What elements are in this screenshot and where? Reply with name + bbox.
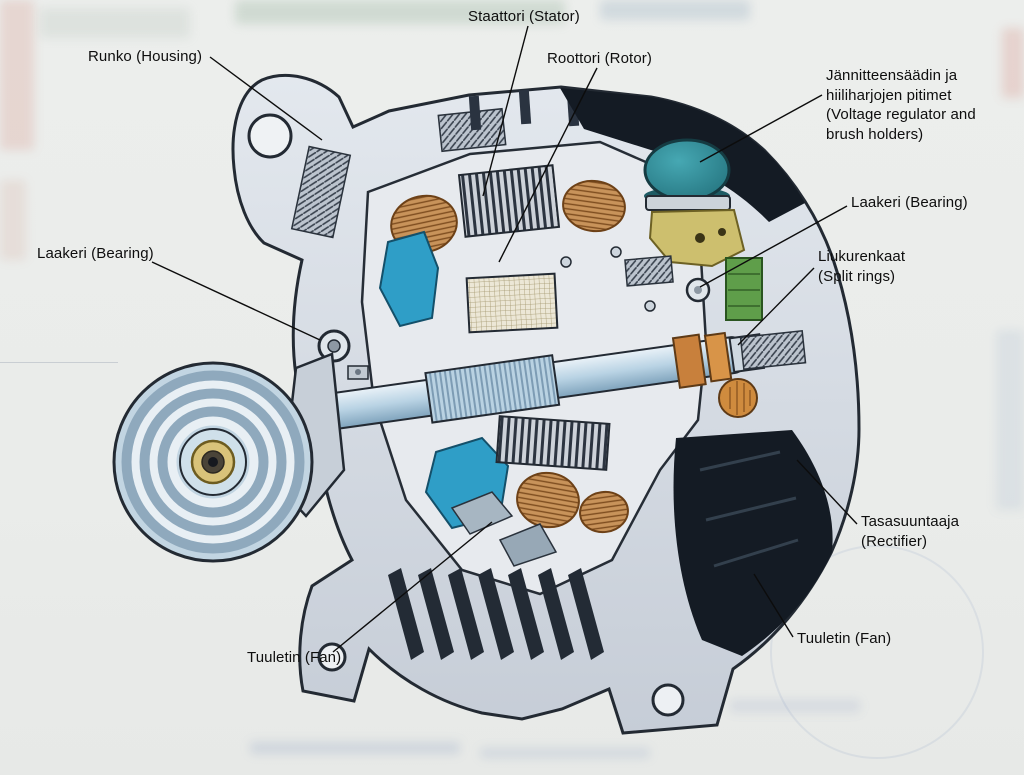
cooling-fins	[388, 568, 604, 660]
rear-fan-dark	[673, 430, 833, 656]
print-bleed-artifact	[0, 362, 118, 363]
stator-winding	[579, 490, 629, 534]
label-rectifier: Tasasuuntaaja (Rectifier)	[861, 513, 960, 550]
mounting-hole	[651, 683, 685, 717]
cut-metal-hatch	[624, 255, 674, 287]
leader-lines	[151, 25, 858, 653]
label-bearing-left: Laakeri (Bearing)	[37, 245, 154, 262]
mounting-hole	[317, 642, 347, 672]
label-rotor: Roottori (Rotor)	[547, 50, 652, 67]
pulley	[112, 361, 314, 563]
label-bearing-right: Laakeri (Bearing)	[851, 194, 968, 211]
stator-winding	[562, 179, 626, 233]
voltage-regulator-assembly	[643, 138, 763, 321]
slip-ring	[703, 331, 733, 383]
regulator-dome	[643, 138, 731, 202]
mounting-hole	[247, 113, 293, 159]
blue-bracket	[378, 230, 440, 328]
leader-line-stator	[482, 25, 529, 197]
rear-bearing	[685, 277, 711, 303]
leader-line-bearing-left	[151, 261, 321, 341]
stator-core	[457, 164, 561, 238]
cut-metal-hatch	[739, 330, 807, 370]
stator-winding	[516, 471, 580, 529]
orange-terminal	[718, 378, 758, 418]
leader-line-fan-right	[753, 573, 794, 638]
print-bleed-artifact	[770, 545, 984, 759]
rectifier-green-block	[725, 257, 763, 321]
leader-line-fan-left	[332, 521, 493, 653]
front-bearing	[317, 329, 369, 380]
leader-line-rectifier	[796, 459, 858, 525]
shaft-ribbed-section	[424, 354, 561, 424]
label-split-rings: Liukurenkaat (Split rings)	[818, 248, 906, 285]
front-fan-blades	[450, 491, 558, 567]
rotor-winding	[465, 272, 559, 334]
leader-line-bearing-right	[699, 205, 848, 288]
leader-line-split-rings	[737, 267, 815, 346]
label-housing: Runko (Housing)	[88, 48, 203, 65]
label-regulator: Jännitteensäädin ja hiiliharjojen pitime…	[826, 67, 976, 143]
shaft	[301, 331, 766, 433]
cut-metal-hatch	[290, 145, 352, 239]
label-stator: Staattori (Stator)	[468, 8, 580, 25]
leader-line-rotor	[498, 67, 598, 263]
label-fan-right: Tuuletin (Fan)	[797, 630, 892, 647]
slip-ring	[671, 333, 707, 389]
screws	[560, 246, 656, 312]
stator-core-bottom	[495, 415, 611, 471]
leader-line-regulator	[699, 94, 823, 163]
label-fan-left: Tuuletin (Fan)	[247, 649, 342, 666]
leader-line-housing	[209, 56, 323, 141]
